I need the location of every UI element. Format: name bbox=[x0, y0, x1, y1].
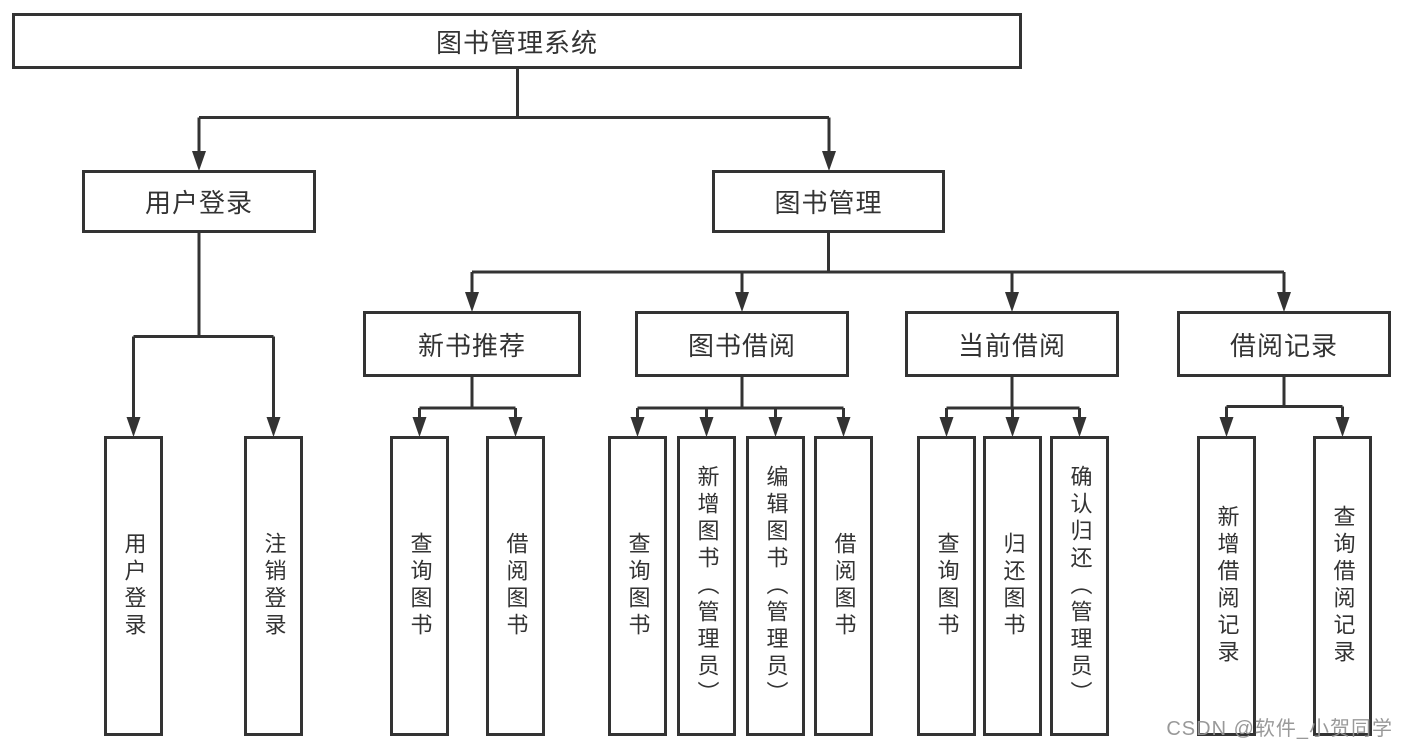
leaf-query-borrow-record: 查询借阅记录 bbox=[1313, 436, 1372, 736]
leaf-label: 新增图书（管理员） bbox=[694, 464, 720, 708]
leaf-add-borrow-record: 新增借阅记录 bbox=[1197, 436, 1256, 736]
leaf-label: 确认归还（管理员） bbox=[1067, 464, 1093, 708]
arrowhead bbox=[735, 292, 749, 312]
leaf-add-book-admin: 新增图书（管理员） bbox=[677, 436, 736, 736]
node-label: 当前借阅 bbox=[957, 330, 1066, 361]
leaf-label: 注销登录 bbox=[261, 532, 287, 640]
arrowhead bbox=[1072, 417, 1087, 437]
connector-line bbox=[1226, 377, 1343, 408]
node-user-login: 用户登录 bbox=[82, 170, 316, 233]
arrowhead bbox=[412, 417, 427, 437]
arrowhead bbox=[836, 417, 851, 437]
leaf-label: 借阅图书 bbox=[503, 532, 529, 640]
arrowhead bbox=[939, 417, 954, 437]
connector-line bbox=[199, 69, 829, 119]
connector-line bbox=[419, 377, 516, 410]
arrowhead bbox=[630, 417, 645, 437]
arrowhead bbox=[699, 417, 714, 437]
arrowhead bbox=[465, 292, 479, 312]
arrowhead bbox=[1277, 292, 1291, 312]
node-new-book-recommend: 新书推荐 bbox=[363, 311, 581, 377]
connector-line bbox=[637, 377, 844, 410]
leaf-label: 查询借阅记录 bbox=[1330, 505, 1356, 667]
arrowhead bbox=[1005, 417, 1020, 437]
leaf-borrow-book: 借阅图书 bbox=[814, 436, 873, 736]
leaf-label: 归还图书 bbox=[1000, 532, 1026, 640]
arrowhead bbox=[126, 417, 141, 437]
node-label: 新书推荐 bbox=[417, 330, 526, 361]
leaf-user-login: 用户登录 bbox=[104, 436, 163, 736]
connector-line bbox=[133, 233, 274, 338]
leaf-logout: 注销登录 bbox=[244, 436, 303, 736]
leaf-edit-book-admin: 编辑图书（管理员） bbox=[746, 436, 805, 736]
leaf-label: 查询图书 bbox=[407, 532, 433, 640]
leaf-return-book: 归还图书 bbox=[983, 436, 1042, 736]
node-borrow-records: 借阅记录 bbox=[1177, 311, 1391, 377]
leaf-query-book-current: 查询图书 bbox=[917, 436, 976, 736]
node-label: 图书管理 bbox=[774, 188, 883, 218]
leaf-query-book-borrow: 查询图书 bbox=[608, 436, 667, 736]
node-label: 图书管理系统 bbox=[435, 27, 598, 58]
arrowhead bbox=[768, 417, 783, 437]
arrowhead bbox=[1335, 417, 1350, 437]
node-library-management-system: 图书管理系统 bbox=[12, 13, 1022, 69]
leaf-label: 查询图书 bbox=[625, 532, 651, 640]
leaf-query-book-recommend: 查询图书 bbox=[390, 436, 449, 736]
node-book-management: 图书管理 bbox=[712, 170, 945, 233]
leaf-label: 新增借阅记录 bbox=[1214, 505, 1240, 667]
leaf-label: 查询图书 bbox=[934, 532, 960, 640]
leaf-confirm-return-admin: 确认归还（管理员） bbox=[1050, 436, 1109, 736]
node-current-borrow: 当前借阅 bbox=[905, 311, 1119, 377]
leaf-label: 用户登录 bbox=[121, 532, 147, 640]
arrowhead bbox=[1219, 417, 1234, 437]
arrowhead bbox=[266, 417, 281, 437]
leaf-borrow-book-recommend: 借阅图书 bbox=[486, 436, 545, 736]
arrowhead bbox=[1005, 292, 1019, 312]
arrowhead bbox=[192, 151, 206, 171]
leaf-label: 编辑图书（管理员） bbox=[763, 464, 789, 708]
arrowhead bbox=[508, 417, 523, 437]
node-label: 借阅记录 bbox=[1229, 330, 1338, 361]
node-label: 图书借阅 bbox=[687, 330, 796, 361]
connector-line bbox=[472, 233, 1284, 274]
csdn-watermark: CSDN @软件_小贺同学 bbox=[1166, 718, 1393, 740]
arrowhead bbox=[822, 151, 836, 171]
node-label: 用户登录 bbox=[144, 188, 253, 218]
connector-line bbox=[946, 377, 1080, 410]
leaf-label: 借阅图书 bbox=[831, 532, 857, 640]
node-book-borrow: 图书借阅 bbox=[635, 311, 849, 377]
